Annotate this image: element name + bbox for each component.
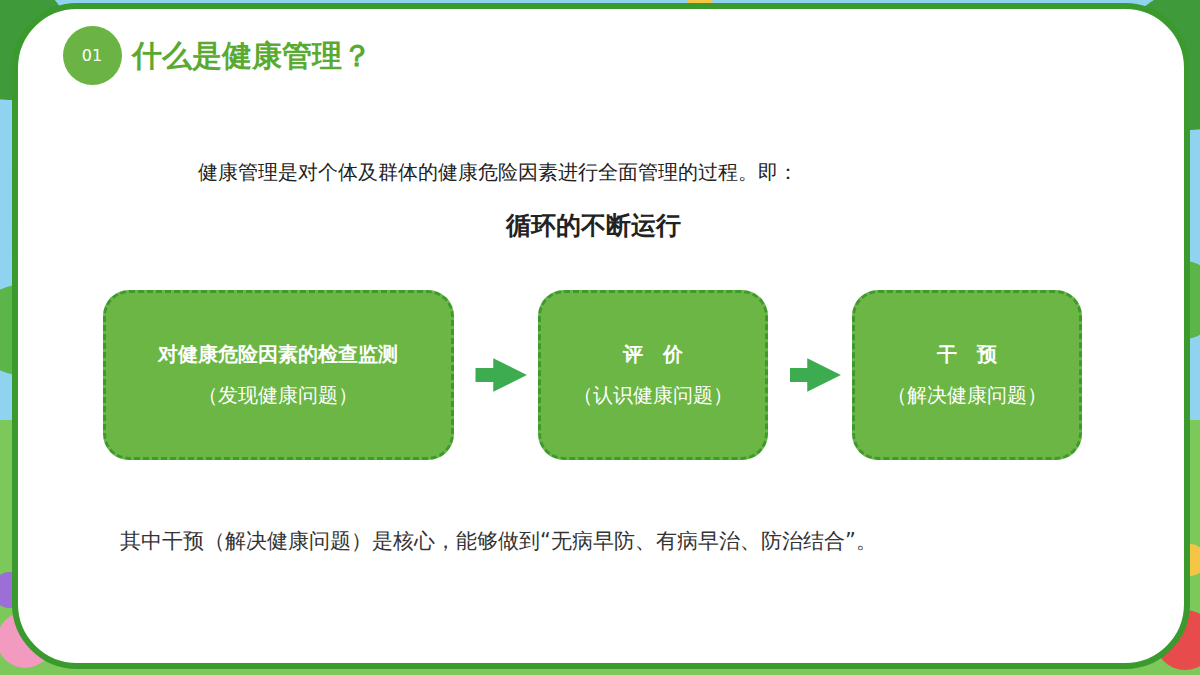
process-box: 对健康危险因素的检查监测 （发现健康问题） bbox=[103, 290, 454, 460]
box-heading: 干 预 bbox=[937, 341, 997, 368]
section-badge: 01 bbox=[63, 26, 122, 85]
process-box: 干 预 （解决健康问题） bbox=[852, 290, 1082, 460]
flow-arrow bbox=[790, 368, 814, 382]
slide-title: 什么是健康管理？ bbox=[132, 36, 372, 77]
badge-number: 01 bbox=[82, 46, 102, 65]
box-heading: 对健康危险因素的检查监测 bbox=[158, 341, 398, 368]
box-subtext: （解决健康问题） bbox=[887, 382, 1047, 409]
process-box: 评 价 （认识健康问题） bbox=[538, 290, 768, 460]
note-text: 其中干预（解决健康问题）是核心，能够做到“无病早防、有病早治、防治结合”。 bbox=[120, 527, 877, 555]
cycle-heading: 循环的不断运行 bbox=[506, 209, 681, 242]
box-subtext: （认识健康问题） bbox=[573, 382, 733, 409]
flow-arrow bbox=[476, 368, 501, 382]
box-heading: 评 价 bbox=[623, 341, 683, 368]
intro-text: 健康管理是对个体及群体的健康危险因素进行全面管理的过程。即： bbox=[198, 159, 798, 186]
box-subtext: （发现健康问题） bbox=[198, 382, 358, 409]
